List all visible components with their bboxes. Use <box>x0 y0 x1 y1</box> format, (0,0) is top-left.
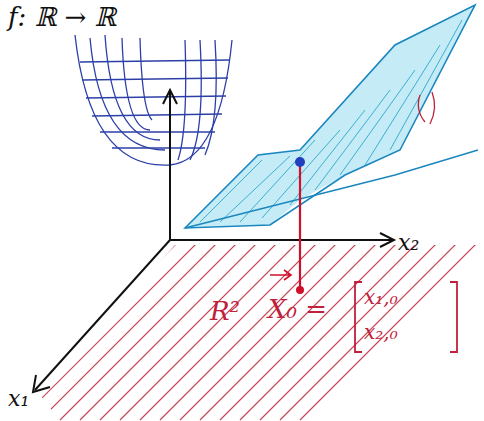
point-projection <box>270 157 457 352</box>
point-label: X₀ = <box>268 296 327 322</box>
matrix-entry: x₁,₀ <box>364 287 398 307</box>
axes <box>33 90 394 392</box>
axis-label: x₁ <box>8 388 29 410</box>
paraboloid-mesh <box>75 35 232 165</box>
matrix-entry: x₂,₀ <box>364 322 398 342</box>
tangent-plane <box>185 5 478 228</box>
function-title: f: ℝ → ℝ <box>8 4 116 30</box>
axis-label: x₂ <box>398 232 419 254</box>
plane-hatching <box>0 240 480 420</box>
space-label: R² <box>210 298 240 324</box>
